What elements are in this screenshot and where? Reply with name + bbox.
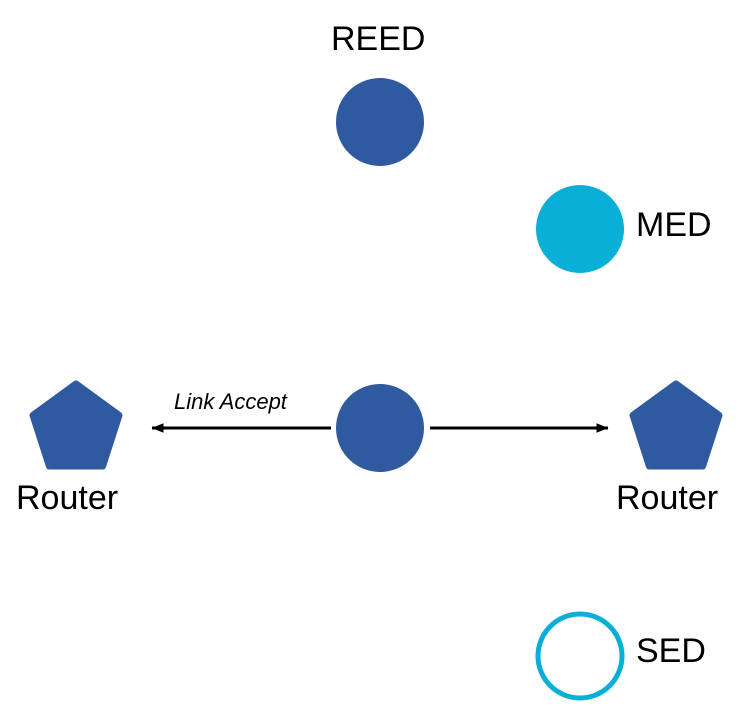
- node-label-med: MED: [636, 206, 712, 244]
- node-sed-circle[interactable]: [535, 611, 625, 701]
- node-label-router-left: Router: [16, 479, 119, 517]
- node-label-reed: REED: [331, 20, 426, 58]
- edge-label-link-accept: Link Accept: [174, 389, 287, 414]
- node-label-sed: SED: [636, 632, 706, 670]
- node-label-router-right: Router: [616, 479, 719, 517]
- node-leader-circle[interactable]: [336, 384, 424, 472]
- node-reed-circle[interactable]: [336, 78, 424, 166]
- node-router-right-pentagon[interactable]: [629, 380, 723, 470]
- node-med-circle[interactable]: [536, 185, 624, 273]
- node-router-left-pentagon[interactable]: [29, 380, 123, 470]
